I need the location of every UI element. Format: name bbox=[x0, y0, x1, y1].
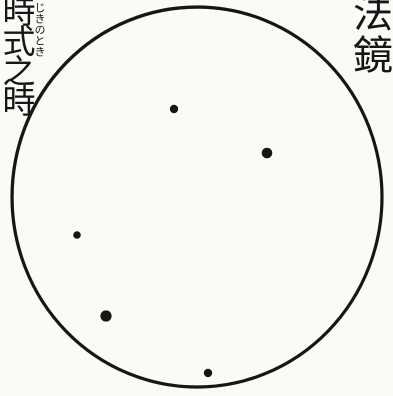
mirror-dot bbox=[73, 231, 81, 239]
mirror-dot bbox=[262, 148, 273, 159]
mirror-dot bbox=[100, 310, 111, 321]
mirror-dot bbox=[170, 105, 178, 113]
mirror-dot bbox=[204, 369, 212, 377]
left-ruby-annotation: じきのとき bbox=[34, 2, 45, 57]
left-vertical-inscription: 時式之時 bbox=[0, 0, 33, 114]
right-vertical-title: 法鏡 bbox=[349, 0, 389, 76]
mirror-circle-inner-wobble bbox=[13, 8, 381, 386]
